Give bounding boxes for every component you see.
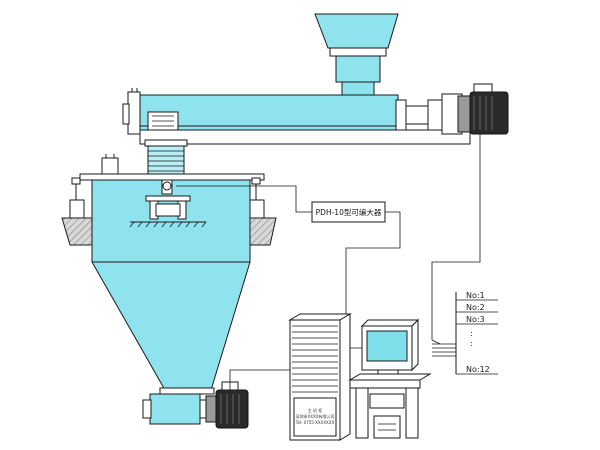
output-bus: No:1 No:2 No:3 : : No:12 [455,291,498,375]
amplifier-label: PDH-10型可编大器 [316,207,382,217]
output-label-3: No:3 [466,315,485,324]
monitor-screen [366,330,408,362]
output-ellipsis-2: : [470,339,473,348]
amplifier-box: PDH-10型可编大器 [311,201,386,223]
output-label-2: No:2 [466,303,485,312]
right-support [249,177,277,246]
load-cell-assembly [129,179,207,228]
cabinet-text-1: 主 机 柜 [308,407,323,413]
feeder-motor [457,83,509,135]
cabinet-text-2: 深圳市XXXX有限公司 [296,413,335,419]
cabinet-text-3: Tel: 0755-XXXXXXX [295,420,335,425]
output-ellipsis-1: : [470,329,473,338]
output-label-1: No:1 [466,291,485,300]
control-cabinet: 主 机 柜 深圳市XXXX有限公司 Tel: 0755-XXXXXXX [288,313,352,441]
left-support [61,177,93,246]
computer-workstation [348,318,432,439]
output-label-12: No:12 [466,365,490,374]
screw-conveyor [122,88,471,145]
discharge-valve [142,387,215,425]
